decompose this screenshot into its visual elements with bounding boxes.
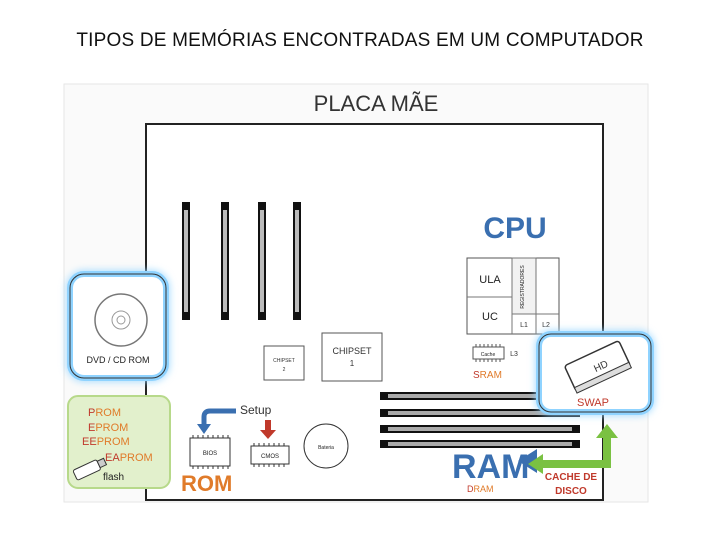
rom-types-box: PROM EPROM EEPROM EAPROM flash: [67, 395, 171, 489]
ram-modules: [380, 392, 580, 448]
cache-disco-line2: DISCO: [555, 486, 587, 497]
svg-text:2: 2: [283, 367, 286, 373]
cmos-arrow: [260, 420, 276, 439]
expansion-slots: [182, 202, 301, 320]
svg-text:Bateria: Bateria: [318, 445, 334, 451]
svg-text:Cache: Cache: [481, 352, 496, 358]
cache-l3-chip: Cache L3: [472, 344, 518, 362]
flash-label: flash: [103, 472, 124, 483]
l1-label: L1: [520, 322, 528, 329]
eprom-label: EPROM: [88, 422, 128, 434]
uc-label: UC: [482, 311, 498, 323]
svg-text:BIOS: BIOS: [203, 451, 217, 457]
dvd-label: DVD / CD ROM: [87, 355, 150, 365]
cache-disco-line1: CACHE DE: [545, 472, 598, 483]
eeprom-label: EEPROM: [82, 436, 130, 448]
registers-label: REGISTRADORES: [520, 265, 526, 309]
disc-icon: [94, 293, 148, 347]
sram-label: SRAM: [473, 370, 502, 381]
chipset-2: CHIPSET 2: [263, 345, 305, 381]
cache-disco-arrow: [528, 424, 618, 474]
prom-label: PROM: [88, 407, 121, 419]
hd-drive: HD SWAP: [536, 331, 654, 415]
setup-label: Setup: [240, 403, 272, 417]
ram-label: RAM: [452, 448, 529, 486]
cmos-chip: CMOS: [250, 443, 290, 467]
hard-drive-icon: HD: [564, 340, 633, 394]
cpu-label: CPU: [483, 212, 546, 245]
ula-label: ULA: [479, 274, 501, 286]
svg-text:1: 1: [350, 359, 355, 368]
battery: Bateria: [303, 423, 349, 469]
svg-text:CHIPSET: CHIPSET: [273, 358, 295, 364]
chipset-1: CHIPSET 1: [321, 332, 383, 382]
l2-label: L2: [542, 322, 550, 329]
swap-label: SWAP: [577, 397, 609, 409]
rom-label: ROM: [181, 471, 232, 496]
cpu-block: ULA UC REGISTRADORES L1 L2: [466, 257, 560, 335]
ram-arrow: [518, 449, 537, 473]
dram-label: DRAM: [467, 484, 494, 494]
svg-text:CHIPSET: CHIPSET: [332, 346, 372, 356]
board-label: PLACA MÃE: [314, 91, 439, 116]
l3-label: L3: [510, 351, 518, 358]
svg-text:CMOS: CMOS: [261, 454, 279, 460]
page-title: TIPOS DE MEMÓRIAS ENCONTRADAS EM UM COMP…: [76, 30, 644, 51]
dvd-drive: DVD / CD ROM: [67, 271, 169, 381]
eaprom-label: EAPROM: [105, 452, 153, 464]
usb-flash-icon: [72, 457, 108, 481]
bios-chip: BIOS: [189, 435, 231, 469]
setup-arrow: [197, 408, 236, 434]
